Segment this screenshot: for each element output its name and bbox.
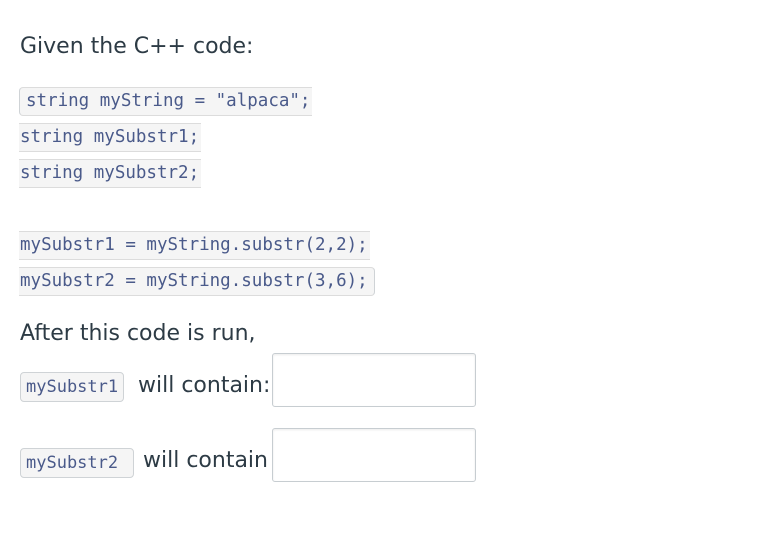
question-intro: Given the C++ code:: [20, 34, 254, 59]
code-line-assign-mysubstr2: mySubstr2 = myString.substr(3,6);: [19, 267, 375, 296]
after-run-text: After this code is run,: [20, 321, 256, 346]
blank-1-answer-input[interactable]: [272, 353, 476, 407]
code-line-declare-mysubstr1: string mySubstr1;: [19, 123, 202, 152]
blank-1-label: will contain:: [138, 373, 271, 398]
code-line-declare-mystring: string myString = "alpaca";: [19, 87, 313, 116]
code-line-declare-mysubstr2: string mySubstr2;: [19, 159, 202, 188]
blank-2-label: will contain: [143, 448, 268, 473]
blank-1-variable: mySubstr1: [20, 372, 125, 402]
code-line-assign-mysubstr1: mySubstr1 = myString.substr(2,2);: [19, 231, 370, 260]
blank-2-answer-input[interactable]: [272, 428, 476, 482]
blank-2-variable: mySubstr2: [20, 448, 135, 478]
